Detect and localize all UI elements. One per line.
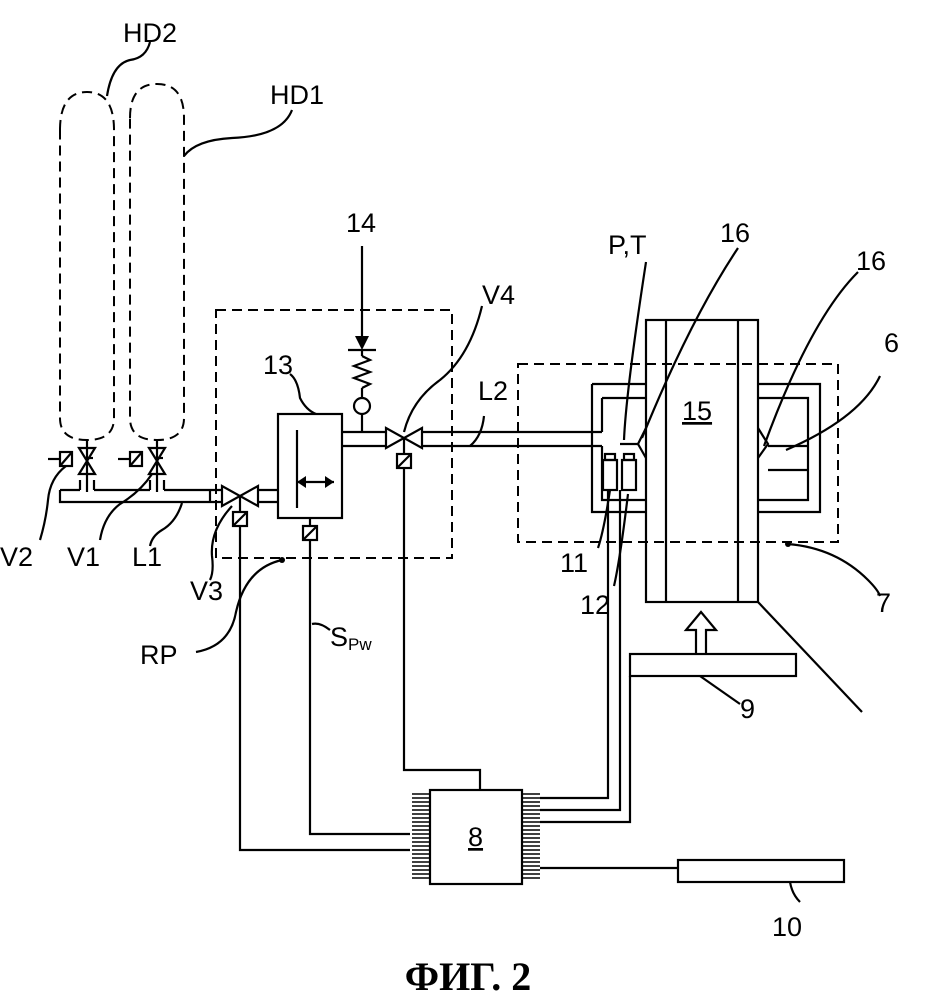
component-10 <box>678 860 844 882</box>
label-v1: V1 <box>67 542 100 572</box>
leader-9 <box>700 676 740 704</box>
engine-box-7 <box>518 364 838 542</box>
signal-wires <box>240 468 630 850</box>
valve-v3 <box>222 486 278 526</box>
leader-pt <box>624 262 646 440</box>
label-9: 9 <box>740 694 755 724</box>
sensor-11 <box>603 454 617 490</box>
label-8: 8 <box>468 822 483 852</box>
leader-15-line <box>758 602 862 712</box>
label-16b: 16 <box>856 246 886 276</box>
label-15: 15 <box>682 396 712 426</box>
label-12: 12 <box>580 590 610 620</box>
pipe-l2 <box>422 432 602 446</box>
sensor-12 <box>622 454 636 490</box>
leader-spw <box>312 624 330 630</box>
label-6: 6 <box>884 328 899 358</box>
label-10: 10 <box>772 912 802 942</box>
leader-v3 <box>210 506 232 580</box>
regulator-box-rp <box>216 310 452 558</box>
label-l1: L1 <box>132 542 162 572</box>
valve-v4 <box>386 428 422 468</box>
label-14: 14 <box>346 208 376 238</box>
label-spw: SPw <box>330 622 372 654</box>
figure-caption: ФИГ. 2 <box>405 954 531 999</box>
label-spw-sub: Pw <box>348 635 372 654</box>
label-v2: V2 <box>0 542 33 572</box>
spring-14 <box>348 246 376 432</box>
leader-hd1 <box>184 110 292 156</box>
leader-6 <box>786 376 880 450</box>
tank-hd2 <box>60 92 114 492</box>
tank-hd1 <box>130 84 184 492</box>
leader-v1 <box>100 474 152 540</box>
label-pt: P,T <box>608 230 647 260</box>
leader-v4 <box>404 306 482 432</box>
leader-l1 <box>150 503 182 546</box>
label-spw-main: S <box>330 622 348 652</box>
label-13: 13 <box>263 350 293 380</box>
label-l2: L2 <box>478 376 508 406</box>
label-hd1: HD1 <box>270 80 324 110</box>
label-hd2: HD2 <box>123 18 177 48</box>
leader-13 <box>290 374 316 414</box>
label-7: 7 <box>876 588 891 618</box>
label-16a: 16 <box>720 218 750 248</box>
component-13 <box>278 414 342 540</box>
label-v3: V3 <box>190 576 223 606</box>
plate-9 <box>630 612 796 676</box>
leader-7 <box>788 544 880 596</box>
pipe-l1 <box>60 480 222 502</box>
label-rp: RP <box>140 640 178 670</box>
pipe-13-v4 <box>342 432 386 446</box>
leader-10 <box>790 882 800 902</box>
label-v4: V4 <box>482 280 515 310</box>
leader-16b <box>764 272 858 446</box>
label-11: 11 <box>560 548 588 578</box>
